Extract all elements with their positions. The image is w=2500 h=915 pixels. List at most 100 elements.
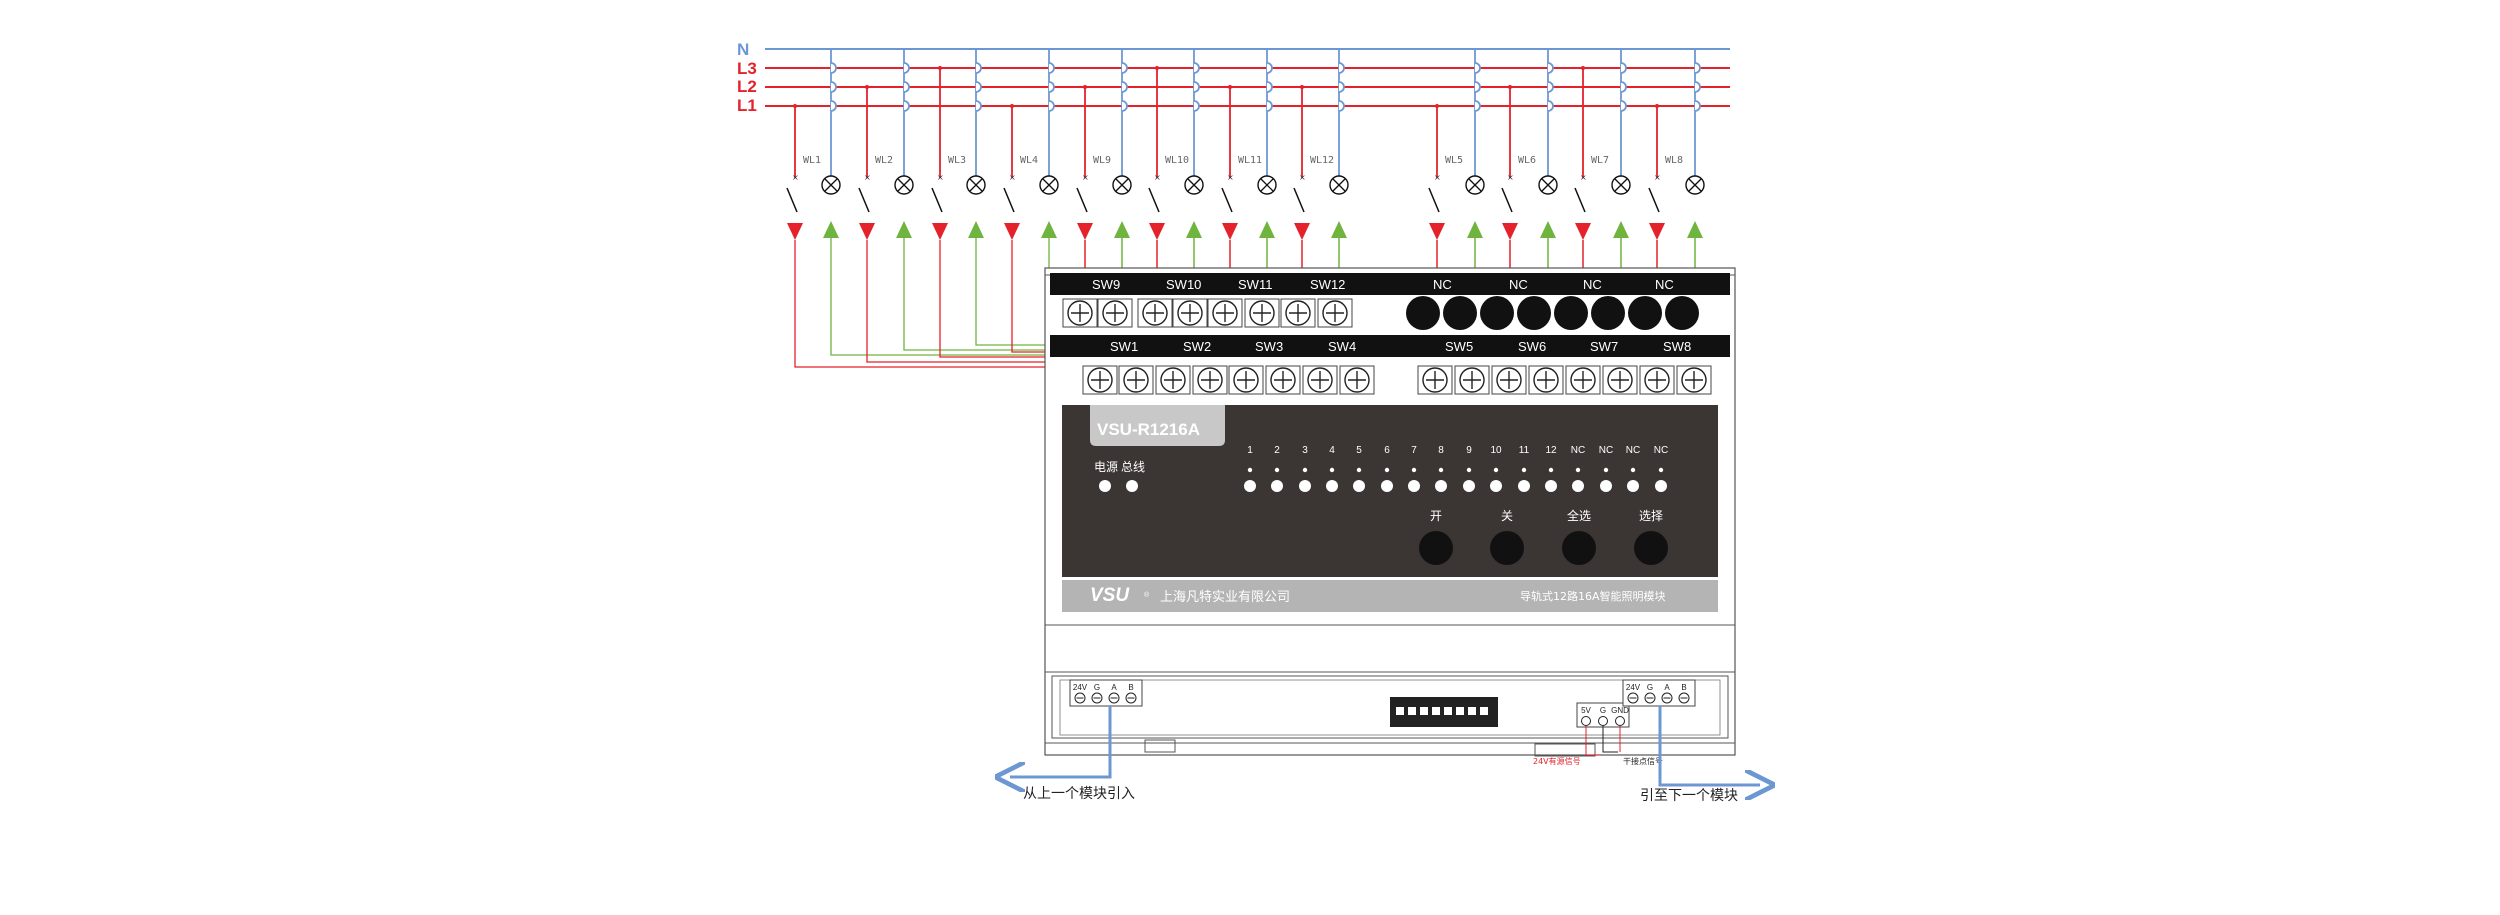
signal-note-dry: 干接点信号 — [1623, 756, 1663, 766]
dip-key[interactable] — [1456, 707, 1464, 715]
load-circuit-wl7: ×WL7 — [1574, 49, 1631, 380]
panel-button[interactable] — [1419, 531, 1453, 565]
switch-icon — [1501, 187, 1513, 213]
output-arrow-icon — [1222, 223, 1238, 240]
screw-terminal-upper — [1317, 298, 1353, 328]
switch-icon — [1148, 187, 1160, 213]
channel-dot — [1302, 467, 1308, 473]
upper-left-labels: SW9 SW10 SW11 SW12 — [1092, 277, 1345, 292]
output-arrow-icon — [932, 223, 948, 240]
output-arrow-icon — [1575, 223, 1591, 240]
channel-led — [1572, 480, 1584, 492]
dip-key[interactable] — [1432, 707, 1440, 715]
screw-terminal-lower — [1491, 365, 1527, 395]
unused-terminal — [1554, 296, 1588, 330]
model-name: VSU-R1216A — [1097, 420, 1200, 439]
channel-number: 11 — [1519, 445, 1530, 456]
output-arrow-icon — [859, 223, 875, 240]
dry-contact-label: GND — [1611, 706, 1629, 715]
channel-led — [1353, 480, 1365, 492]
bus-in-arrow — [1010, 706, 1112, 777]
upper-right-labels: NC NC NC NC — [1433, 277, 1674, 292]
lower-left-labels: SW1 SW2 SW3 SW4 — [1110, 339, 1356, 354]
screw-terminal-lower — [1155, 365, 1191, 395]
product-name: 导轨式12路16A智能照明模块 — [1520, 589, 1666, 603]
switch-icon — [1648, 187, 1660, 213]
dip-key[interactable] — [1396, 707, 1404, 715]
channel-dot — [1630, 467, 1636, 473]
bus-label-l2: L2 — [737, 77, 757, 96]
dip-key[interactable] — [1408, 707, 1416, 715]
channel-number: NC — [1626, 445, 1640, 456]
svg-text:×: × — [1009, 173, 1016, 182]
load-circuit-wl1: × WL1 — [786, 49, 1136, 368]
channel-number: 12 — [1545, 445, 1557, 456]
panel-button[interactable] — [1634, 531, 1668, 565]
output-arrow-icon — [787, 223, 803, 240]
channel-number: 10 — [1490, 445, 1502, 456]
screw-terminal-upper — [1172, 298, 1208, 328]
dip-key[interactable] — [1468, 707, 1476, 715]
upper-label-bar — [1050, 273, 1730, 295]
return-arrow-icon — [823, 221, 839, 238]
return-arrow-icon — [1687, 221, 1703, 238]
return-arrow-icon — [1540, 221, 1556, 238]
return-arrow-icon — [1613, 221, 1629, 238]
return-arrow-icon — [1467, 221, 1483, 238]
brand-strip — [1062, 580, 1718, 612]
channel-led — [1244, 480, 1256, 492]
svg-text:×: × — [937, 173, 944, 182]
channel-dot — [1384, 467, 1390, 473]
switch-icon — [1003, 187, 1015, 213]
bus-terminal-label: 24V — [1073, 683, 1088, 692]
brand-logo: VSU — [1090, 585, 1130, 606]
power-label: 电源 — [1094, 460, 1118, 474]
channel-number: 2 — [1274, 445, 1280, 456]
svg-text:×: × — [1154, 173, 1161, 182]
screw-terminal-upper — [1097, 298, 1133, 328]
bus-terminal-label: G — [1094, 683, 1100, 692]
upper-label-sw12: SW12 — [1310, 277, 1345, 292]
load-label: WL12 — [1310, 155, 1334, 166]
dip-key[interactable] — [1480, 707, 1488, 715]
dip-key[interactable] — [1420, 707, 1428, 715]
lighting-module: SW9 SW10 SW11 SW12 NC NC NC NC SW1 SW2 S… — [1044, 267, 1736, 757]
unused-terminal — [1480, 296, 1514, 330]
load-circuit-wl8: ×WL8 — [1648, 49, 1705, 380]
channel-number: NC — [1571, 445, 1585, 456]
return-arrow-icon — [968, 221, 984, 238]
dip-key[interactable] — [1444, 707, 1452, 715]
unused-terminal — [1517, 296, 1551, 330]
channel-dot — [1356, 467, 1362, 473]
svg-text:×: × — [1654, 173, 1661, 182]
upper-label-nc-1: NC — [1433, 277, 1452, 292]
return-arrow-icon — [896, 221, 912, 238]
panel-button[interactable] — [1562, 531, 1596, 565]
panel-button[interactable] — [1490, 531, 1524, 565]
channel-dot — [1466, 467, 1472, 473]
screw-terminal-upper — [1137, 298, 1173, 328]
dry-contact-label: 5V — [1581, 706, 1591, 715]
lower-label-sw7: SW7 — [1590, 339, 1618, 354]
load-label: WL1 — [803, 155, 821, 166]
unused-terminal — [1591, 296, 1625, 330]
screw-terminal-lower — [1676, 365, 1712, 395]
lower-label-sw8: SW8 — [1663, 339, 1691, 354]
output-arrow-icon — [1149, 223, 1165, 240]
signal-note-active: 24V有源信号 — [1533, 756, 1581, 766]
load-label: WL6 — [1518, 155, 1536, 166]
button-label: 全选 — [1567, 508, 1591, 523]
channel-led — [1490, 480, 1502, 492]
channel-number: 7 — [1411, 445, 1417, 456]
channel-number: 4 — [1329, 445, 1335, 456]
bus-label-l3: L3 — [737, 59, 757, 78]
bus-label-l1: L1 — [737, 96, 757, 115]
dry-contact-label: G — [1600, 706, 1606, 715]
channel-number: 6 — [1384, 445, 1390, 456]
switch-icon — [858, 187, 870, 213]
load-label: WL9 — [1093, 155, 1111, 166]
screw-terminal-upper — [1244, 298, 1280, 328]
screw-terminal-lower — [1639, 365, 1675, 395]
output-arrow-icon — [1649, 223, 1665, 240]
